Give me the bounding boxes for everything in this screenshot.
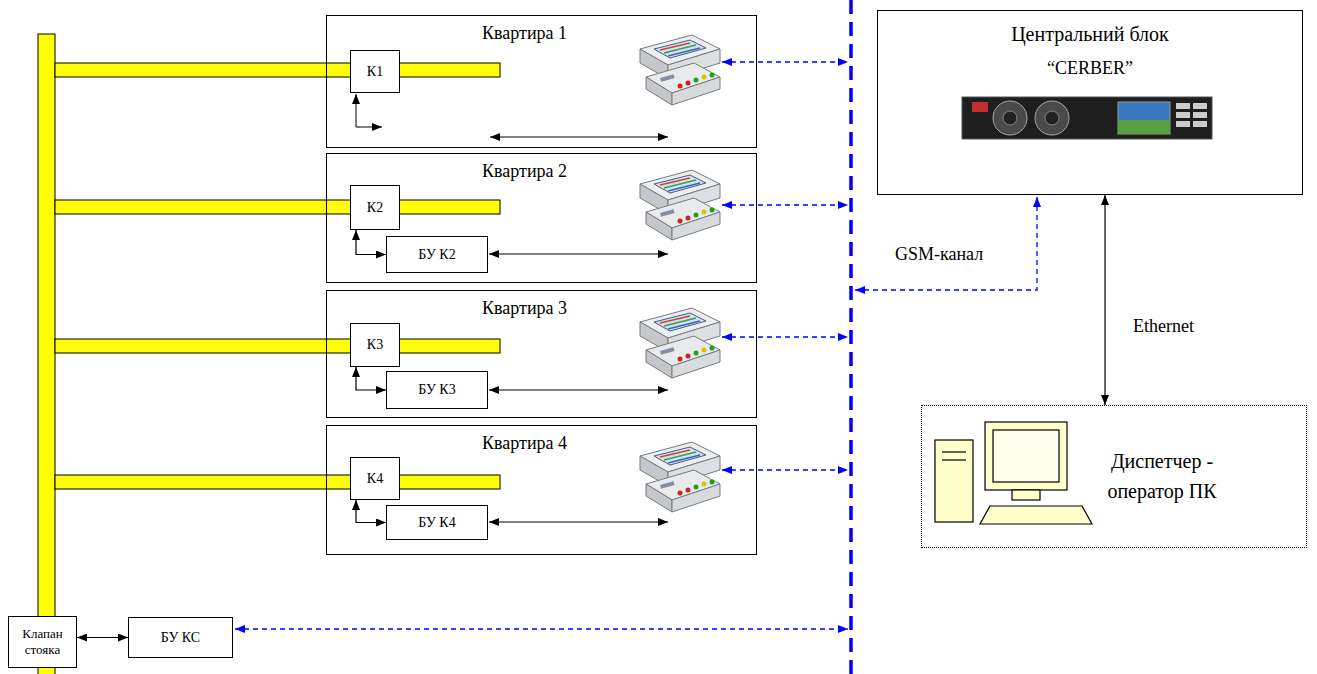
apartment-controller	[640, 170, 720, 240]
node-label: К3	[367, 337, 383, 353]
operator-box: Диспетчер - оператор ПК	[921, 405, 1307, 548]
connector-arrow	[356, 367, 386, 390]
control-unit-box: БУ КС	[128, 617, 233, 658]
wired-link	[490, 137, 668, 138]
node-label: БУ К3	[418, 382, 455, 398]
wired-link	[489, 390, 668, 391]
control-unit-box: БУ К3	[386, 371, 488, 409]
node-label: Клапан стояка	[11, 626, 74, 658]
node-label: БУ К4	[418, 515, 455, 531]
valve-box: К1	[350, 50, 400, 93]
node-sublabel: “CERBER”	[878, 58, 1302, 79]
branch-pipe	[55, 339, 500, 353]
connector-arrow	[77, 637, 128, 638]
gsm-link	[855, 197, 1037, 290]
branch-pipe	[55, 475, 500, 489]
control-unit-box: БУ К2	[386, 236, 488, 273]
valve-box: К3	[350, 323, 400, 367]
riser-pipe	[40, 35, 53, 75]
gsm-link	[722, 61, 848, 62]
riser-pipe	[40, 475, 53, 489]
node-label: БУ КС	[161, 630, 200, 646]
pc-icon	[935, 422, 1092, 524]
apartment-box: Квартира 3 К3 БУ К3	[326, 290, 757, 418]
apartment-controller	[640, 442, 720, 512]
riser-pipe	[40, 339, 53, 353]
gsm-link	[722, 336, 848, 337]
node-label: Центральний блок	[878, 23, 1302, 46]
node-label: К4	[367, 471, 383, 487]
node-label: К1	[367, 64, 383, 80]
wired-link	[489, 254, 668, 255]
connector-arrow	[356, 500, 386, 523]
connector-arrow	[1104, 195, 1105, 405]
apartment-controller	[640, 308, 720, 378]
gsm-link	[722, 469, 848, 470]
control-arrow	[356, 94, 382, 127]
node-label: Квартира 4	[482, 433, 567, 454]
node-label: Квартира 2	[482, 161, 567, 182]
node-label: К2	[367, 200, 383, 216]
apartment-box: Квартира 2 К2 БУ К2	[326, 153, 757, 283]
gsm-link	[722, 204, 848, 205]
apartment-controller	[640, 35, 720, 105]
apartment-box: Квартира 1 К1	[326, 15, 757, 148]
gsm-bus	[849, 0, 853, 674]
channel-label: GSM-канал	[893, 244, 985, 265]
branch-pipe	[55, 200, 500, 214]
branch-pipe	[55, 63, 500, 77]
edge-label: Ethernet	[1131, 316, 1196, 337]
control-unit-box: БУ К4	[386, 505, 488, 540]
connector-arrow	[356, 230, 386, 255]
valve-box: К4	[350, 457, 400, 500]
gsm-link	[235, 628, 848, 629]
riser-pipe	[40, 200, 53, 214]
node-label: Квартира 1	[482, 23, 567, 44]
node-label: БУ К2	[418, 247, 455, 263]
node-label: Квартира 3	[482, 298, 567, 319]
node-label: Диспетчер - оператор ПК	[1082, 446, 1242, 506]
valve-box: К2	[350, 185, 400, 230]
riser-valve-box: Клапан стояка	[8, 616, 77, 668]
wired-link	[489, 522, 668, 523]
rack-unit	[962, 97, 1212, 139]
apartment-box: Квартира 4 К4 БУ К4	[326, 425, 757, 555]
central-unit-box: Центральний блок “CERBER”	[877, 10, 1303, 195]
riser-pipe	[38, 34, 55, 674]
